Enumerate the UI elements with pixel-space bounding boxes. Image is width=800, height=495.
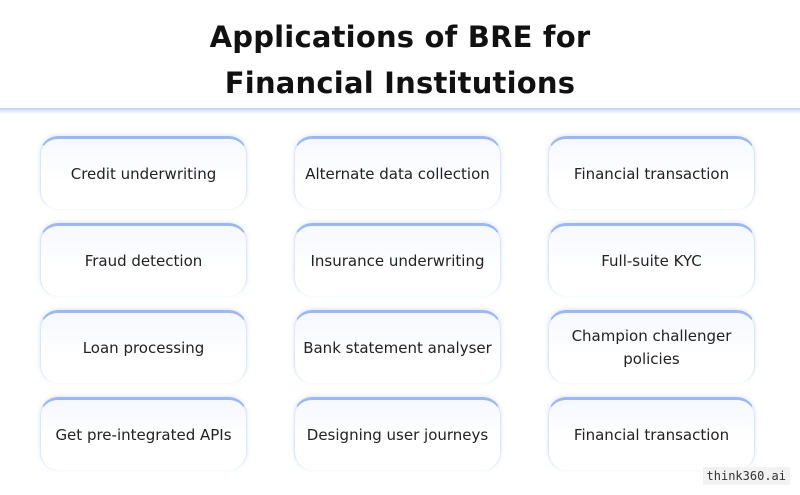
card-insurance-underwriting: Insurance underwriting bbox=[294, 223, 501, 296]
watermark-text: think360.ai bbox=[702, 467, 790, 485]
title-line-1: Applications of BRE for bbox=[209, 20, 591, 54]
card-designing-user-journeys: Designing user journeys bbox=[294, 397, 501, 470]
title-line-2: Financial Institutions bbox=[224, 66, 576, 100]
card-financial-transaction-2: Financial transaction bbox=[548, 397, 755, 470]
card-champion-challenger-policies: Champion challenger policies bbox=[548, 310, 755, 383]
card-full-suite-kyc: Full-suite KYC bbox=[548, 223, 755, 296]
applications-grid: Credit underwriting Alternate data colle… bbox=[40, 136, 755, 470]
card-pre-integrated-apis: Get pre-integrated APIs bbox=[40, 397, 247, 470]
card-credit-underwriting: Credit underwriting bbox=[40, 136, 247, 209]
header-divider bbox=[0, 108, 800, 114]
card-financial-transaction-1: Financial transaction bbox=[548, 136, 755, 209]
card-bank-statement-analyser: Bank statement analyser bbox=[294, 310, 501, 383]
card-alternate-data-collection: Alternate data collection bbox=[294, 136, 501, 209]
page-title: Applications of BRE for Financial Instit… bbox=[0, 14, 800, 106]
card-loan-processing: Loan processing bbox=[40, 310, 247, 383]
card-fraud-detection: Fraud detection bbox=[40, 223, 247, 296]
